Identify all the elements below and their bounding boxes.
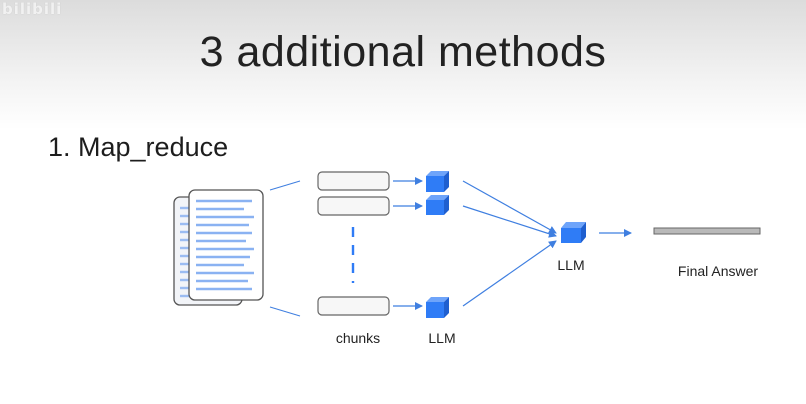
chunk-box-3 [317,296,390,316]
label-chunks: chunks [336,330,380,346]
arrow-llm-2-to-combine [462,205,557,238]
llm-combine-cube-icon [561,222,586,243]
split-line-bottom [269,306,301,317]
split-line-top [269,180,301,191]
chunk-box-1 [317,171,390,191]
llm-cube-icon-2 [426,195,449,215]
llm-cube-icon-1 [426,171,449,192]
chunk-box-2 [317,196,390,216]
watermark-logo: bilibili [2,0,63,18]
final-answer-bar [653,227,761,235]
arrow-llm-1-to-combine [462,180,557,234]
label-llm-combine: LLM [557,257,584,273]
label-final-answer: Final Answer [678,263,758,279]
llm-cube-icon-3 [426,297,449,318]
slide-subtitle: 1. Map_reduce [48,132,229,162]
document-stack-icon [173,189,264,306]
label-llm-chunks: LLM [428,330,455,346]
arrow-llm-3-to-combine [462,240,557,307]
slide-title: 3 additional methods [199,28,607,76]
